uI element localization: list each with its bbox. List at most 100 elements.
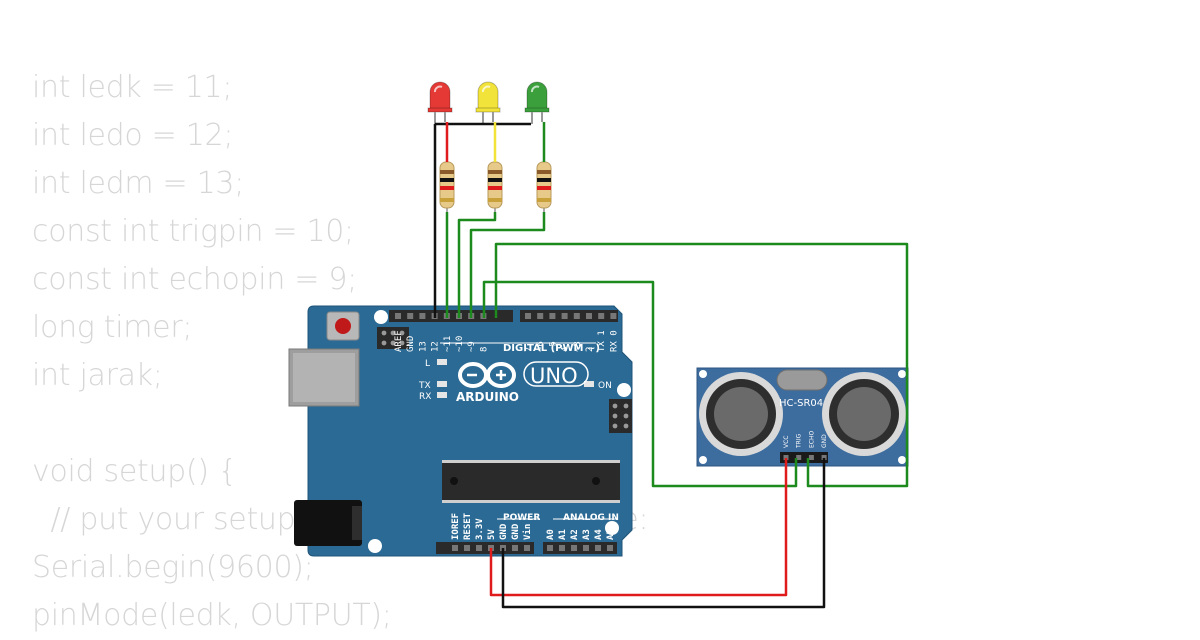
analog-pin-a3[interactable] bbox=[583, 545, 589, 551]
digital-pin-6[interactable] bbox=[537, 313, 544, 319]
digital-pin-label: ~11 bbox=[443, 336, 453, 352]
analog-pin-a0[interactable] bbox=[547, 545, 553, 551]
digital-pin-13[interactable] bbox=[419, 313, 426, 319]
l-led-label: L bbox=[425, 359, 430, 369]
mounting-hole bbox=[605, 521, 619, 535]
analog-header bbox=[543, 542, 617, 554]
digital-pin-label: ~9 bbox=[467, 341, 477, 352]
digital-pin-4[interactable] bbox=[561, 313, 568, 319]
digital-pin-label: 2 bbox=[585, 347, 595, 352]
digital-pin-label: 13 bbox=[418, 341, 428, 352]
digital-pin-label: 7 bbox=[524, 347, 534, 352]
resistor[interactable] bbox=[536, 156, 552, 216]
led-yellow[interactable] bbox=[475, 81, 501, 124]
code-listing: int ledk = 11;int ledo = 12;int ledm = 1… bbox=[32, 64, 649, 640]
digital-pin-label: ~5 bbox=[548, 341, 558, 352]
code-line: void setup() { bbox=[32, 454, 237, 489]
power-pin-reset[interactable] bbox=[464, 545, 470, 551]
board-brand-label: ARDUINO bbox=[456, 390, 519, 404]
code-line: int jarak; bbox=[32, 358, 163, 393]
power-pin-label: 3.3V bbox=[475, 518, 485, 540]
mounting-hole bbox=[368, 539, 382, 553]
on-led-label: ON bbox=[598, 381, 612, 391]
analog-pin-label: A5 bbox=[606, 529, 616, 540]
tx-led bbox=[437, 381, 447, 387]
wire-trig-to-pin10 bbox=[482, 280, 798, 488]
analog-pin-a5[interactable] bbox=[607, 545, 613, 551]
power-pin-label: Vin bbox=[522, 524, 533, 540]
sensor-pin-echo[interactable] bbox=[808, 455, 814, 460]
resistor-group bbox=[439, 156, 552, 216]
digital-header-right bbox=[520, 310, 618, 322]
digital-pin-7[interactable] bbox=[525, 313, 531, 319]
digital-pin-label: ~3 bbox=[573, 341, 583, 352]
power-label: POWER bbox=[503, 513, 540, 523]
sensor-pin-header bbox=[780, 452, 828, 463]
sensor-pin-label: ECHO bbox=[808, 431, 815, 448]
digital-pin-RX-0[interactable] bbox=[610, 313, 617, 319]
power-pin-label: RESET bbox=[463, 512, 473, 540]
l-led bbox=[437, 359, 447, 365]
wire-echo-to-pin9 bbox=[494, 242, 909, 488]
power-pin-vin[interactable] bbox=[524, 545, 530, 551]
analog-pin-label: A2 bbox=[570, 529, 580, 540]
analog-pin-label: A1 bbox=[558, 529, 568, 540]
led-green[interactable] bbox=[524, 81, 550, 124]
power-pin-ioref[interactable] bbox=[452, 545, 458, 551]
digital-pin-label: ~6 bbox=[536, 341, 546, 352]
analog-pin-a4[interactable] bbox=[595, 545, 601, 551]
atmega-chip bbox=[442, 460, 620, 503]
rx-led-label: RX bbox=[419, 392, 431, 402]
digital-pin-GND[interactable] bbox=[407, 313, 414, 319]
analog-pin-label: A0 bbox=[546, 529, 556, 540]
crystal-oscillator bbox=[776, 369, 828, 391]
analog-pin-label: A3 bbox=[582, 529, 592, 540]
digital-pin-3[interactable] bbox=[573, 313, 580, 319]
analog-pin-a2[interactable] bbox=[571, 545, 577, 551]
digital-pin-TX-1[interactable] bbox=[598, 313, 605, 319]
wire-resistor-green-to-pin11 bbox=[469, 212, 546, 318]
sensor-pin-label: VCC bbox=[783, 436, 790, 448]
led-group bbox=[427, 81, 550, 124]
code-line: int ledo = 12; bbox=[32, 118, 234, 153]
rx-led bbox=[437, 392, 447, 398]
digital-pin-label: AREF bbox=[394, 330, 404, 352]
code-line: const int trigpin = 10; bbox=[32, 214, 354, 249]
power-pin-label: IOREF bbox=[451, 513, 461, 540]
code-line: long timer; bbox=[32, 310, 193, 345]
sensor-pin-gnd[interactable] bbox=[821, 455, 827, 460]
on-led bbox=[584, 381, 594, 387]
power-pin-gnd[interactable] bbox=[512, 545, 518, 551]
arduino-logo-icon bbox=[458, 362, 516, 388]
power-pin-33v[interactable] bbox=[476, 545, 482, 551]
digital-pin-AREF[interactable] bbox=[395, 313, 401, 319]
resistor[interactable] bbox=[487, 156, 503, 216]
wire-resistor-yellow-to-pin12 bbox=[457, 212, 497, 318]
analog-pin-a1[interactable] bbox=[559, 545, 565, 551]
digital-pin-5[interactable] bbox=[549, 313, 556, 319]
digital-pin-2[interactable] bbox=[586, 313, 592, 319]
sensor-pin-trig[interactable] bbox=[796, 455, 802, 460]
sensor-pin-vcc[interactable] bbox=[783, 455, 789, 460]
digital-pin-label: 8 bbox=[479, 347, 489, 352]
wire-gnd-to-gnd bbox=[501, 458, 826, 609]
code-line: const int echopin = 9; bbox=[32, 262, 357, 297]
transducer-left bbox=[699, 372, 783, 456]
code-line: pinMode(ledk, OUTPUT); bbox=[32, 598, 392, 633]
digital-pin-label: 12 bbox=[431, 341, 441, 352]
led-red[interactable] bbox=[427, 81, 453, 124]
analog-in-label: ANALOG IN bbox=[563, 513, 619, 523]
power-jack bbox=[294, 500, 362, 546]
digital-header-label: DIGITAL (PWM ~) bbox=[503, 343, 600, 354]
digital-pin-label: ~10 bbox=[455, 336, 465, 352]
resistor[interactable] bbox=[439, 156, 455, 216]
digital-pin-label: GND bbox=[406, 336, 416, 352]
code-line: Serial.begin(9600); bbox=[32, 550, 314, 585]
mounting-hole bbox=[617, 383, 631, 397]
icsp-header-top bbox=[377, 327, 409, 349]
power-pin-label: GND bbox=[511, 523, 521, 540]
board-model-label: UNO bbox=[530, 364, 578, 388]
